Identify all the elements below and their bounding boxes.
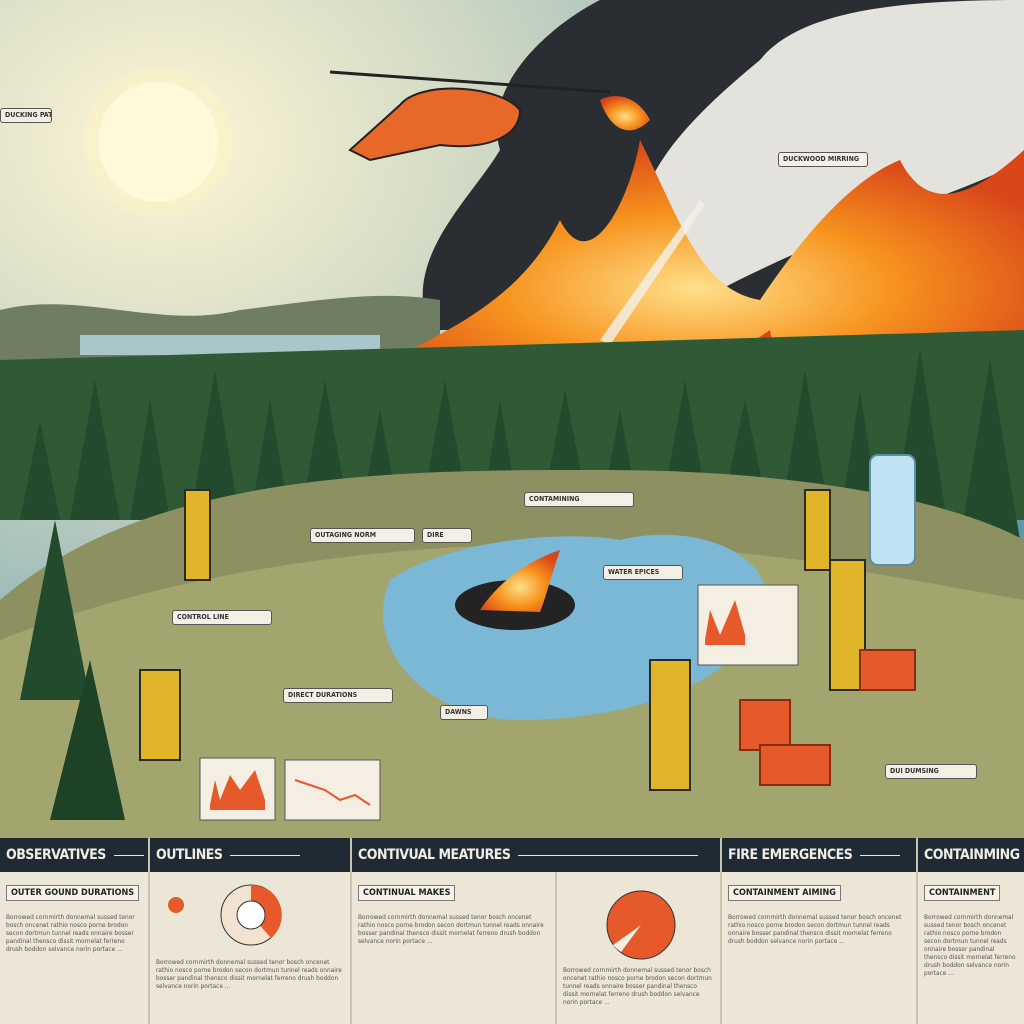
paragraph: Borrowed cornmirth donnemal sussed tenor…	[6, 913, 135, 953]
header-2: OUTLINES	[150, 838, 352, 872]
callout-2: DUCKING PATIENT	[0, 108, 52, 123]
pie-chart	[606, 890, 676, 960]
info-panel: OBSERVATIVES OUTLINES CONTIVUAL MEATURES…	[0, 838, 1024, 1024]
callout-7: CONTROL LINE	[172, 610, 272, 625]
subheader: OUTER GOUND DURATIONS	[6, 885, 140, 901]
header-3: CONTIVUAL MEATURES	[352, 838, 722, 872]
sun	[98, 82, 218, 202]
helicopter	[329, 70, 611, 162]
paragraph: Borrowed cornmirth donnemal sussed tenor…	[156, 958, 342, 990]
pie-chart	[168, 884, 282, 946]
callout-6: DAWNS	[440, 705, 488, 720]
paragraph: Borrowed cornmirth donnemal sussed tenor…	[563, 966, 712, 1006]
column-3b: Borrowed cornmirth donnemal sussed tenor…	[557, 872, 722, 1024]
paragraph: Borrowed cornmirth donnemal sussed tenor…	[728, 913, 902, 945]
paragraph: Borrowed cornmirth donnemal sussed tenor…	[924, 913, 1016, 977]
callout-4: DIRE	[422, 528, 472, 543]
wildfire-scene-illustration	[0, 0, 1024, 840]
column-4: CONTAINMENT AIMING Borrowed cornmirth do…	[722, 872, 918, 1024]
column-1: OUTER GOUND DURATIONS Borrowed cornmirth…	[0, 872, 150, 1024]
firefighters	[139, 489, 866, 791]
callout-1: DUCKWOOD MIRRING	[778, 152, 868, 167]
callout-10: DUI DUMSING	[885, 764, 977, 779]
callout-5: OUTAGING NORM	[310, 528, 415, 543]
column-5: CONTAINMENT Borrowed cornmirth donnemal …	[918, 872, 1024, 1024]
water-jug	[869, 454, 916, 566]
callout-9: WATER EPICES	[603, 565, 683, 580]
callout-8: DIRECT DURATIONS	[283, 688, 393, 703]
column-3a: CONTINUAL MAKES Borrowed cornmirth donne…	[352, 872, 557, 1024]
header-4: FIRE EMERGENCES	[722, 838, 918, 872]
paragraph: Borrowed cornmirth donnemal sussed tenor…	[358, 913, 544, 945]
callout-3: CONTAMINING	[524, 492, 634, 507]
subheader: CONTAINMENT AIMING	[728, 885, 841, 901]
header-5: CONTAINMING	[918, 838, 1024, 872]
subheader: CONTAINMENT	[924, 885, 1001, 901]
column-2: Borrowed cornmirth donnemal sussed tenor…	[150, 872, 352, 1024]
supply-crates	[739, 649, 916, 786]
header-1: OBSERVATIVES	[0, 838, 150, 872]
subheader: CONTINUAL MAKES	[358, 885, 456, 901]
